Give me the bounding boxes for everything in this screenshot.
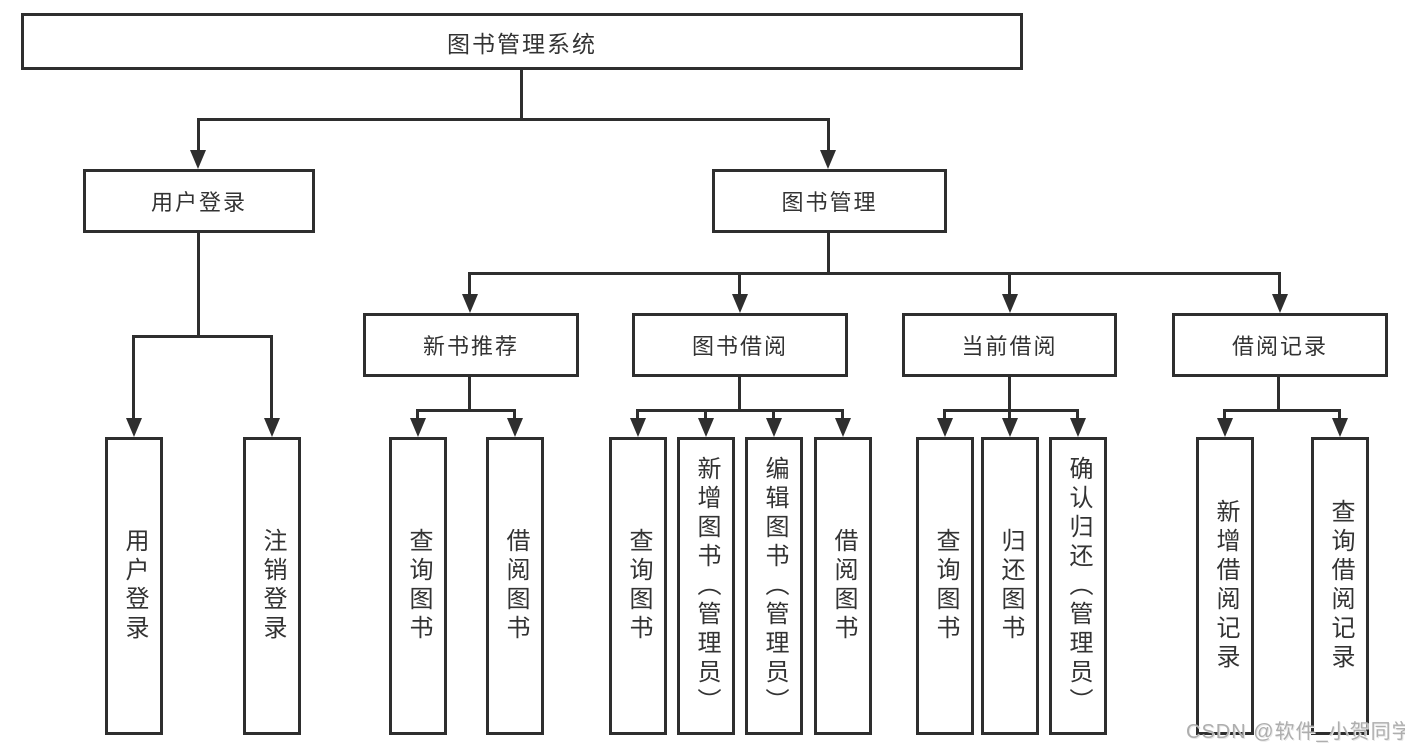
arrow-down-icon (190, 150, 206, 169)
connector-line (1008, 409, 1011, 421)
arrow-down-icon (126, 418, 142, 437)
arrow-down-icon (462, 294, 478, 313)
connector-line (1223, 409, 1226, 421)
leaf-current-return-book: 归还图书 (981, 437, 1039, 735)
connector-line (468, 272, 1281, 275)
arrow-down-icon (1332, 418, 1348, 437)
arrow-down-icon (507, 418, 523, 437)
arrow-down-icon (630, 418, 646, 437)
connector-line (197, 118, 830, 121)
connector-line (416, 409, 419, 421)
connector-line (520, 69, 523, 121)
leaf-borrow-borrow-book: 借阅图书 (814, 437, 872, 735)
connector-line (197, 233, 200, 338)
connector-line (738, 377, 741, 412)
connector-line (1338, 409, 1341, 421)
connector-line (636, 409, 844, 412)
connector-line (772, 409, 775, 421)
connector-line (468, 377, 471, 412)
arrow-down-icon (732, 294, 748, 313)
arrow-down-icon (937, 418, 953, 437)
node-user-login: 用户登录 (83, 169, 315, 233)
leaf-borrow-edit-book-admin: 编辑图书（管理员） (745, 437, 803, 735)
connector-line (738, 272, 741, 297)
arrow-down-icon (766, 418, 782, 437)
leaf-logout-login: 注销登录 (243, 437, 301, 735)
connector-line (943, 409, 1079, 412)
connector-line (132, 335, 135, 419)
leaf-borrow-query-book: 查询图书 (609, 437, 667, 735)
connector-line (1277, 377, 1280, 412)
connector-line (513, 409, 516, 421)
leaf-user-login: 用户登录 (105, 437, 163, 735)
connector-line (1223, 409, 1341, 412)
arrow-down-icon (264, 418, 280, 437)
connector-line (468, 272, 471, 297)
connector-line (827, 118, 830, 152)
connector-line (1278, 272, 1281, 297)
connector-line (1008, 377, 1011, 412)
node-borrow-records: 借阅记录 (1172, 313, 1388, 377)
arrow-down-icon (698, 418, 714, 437)
node-book-management: 图书管理 (712, 169, 947, 233)
connector-line (197, 118, 200, 152)
node-root-system: 图书管理系统 (21, 13, 1023, 70)
arrow-down-icon (820, 150, 836, 169)
connector-line (943, 409, 946, 421)
node-new-book-recommend: 新书推荐 (363, 313, 579, 377)
connector-line (1076, 409, 1079, 421)
arrow-down-icon (1002, 294, 1018, 313)
connector-line (416, 409, 516, 412)
arrow-down-icon (1217, 418, 1233, 437)
leaf-newbooks-query-book: 查询图书 (389, 437, 447, 735)
arrow-down-icon (1002, 418, 1018, 437)
leaf-current-query-book: 查询图书 (916, 437, 974, 735)
connector-line (827, 233, 830, 275)
leaf-newbooks-borrow-book: 借阅图书 (486, 437, 544, 735)
leaf-records-add-record: 新增借阅记录 (1196, 437, 1254, 735)
arrow-down-icon (410, 418, 426, 437)
connector-line (636, 409, 639, 421)
connector-line (1008, 272, 1011, 297)
connector-line (132, 335, 273, 338)
connector-line (841, 409, 844, 421)
node-current-borrow: 当前借阅 (902, 313, 1117, 377)
leaf-records-query-record: 查询借阅记录 (1311, 437, 1369, 735)
arrow-down-icon (1272, 294, 1288, 313)
arrow-down-icon (1070, 418, 1086, 437)
node-book-borrow: 图书借阅 (632, 313, 848, 377)
leaf-borrow-add-book-admin: 新增图书（管理员） (677, 437, 735, 735)
connector-line (270, 335, 273, 419)
leaf-current-confirm-return-admin: 确认归还（管理员） (1049, 437, 1107, 735)
connector-line (704, 409, 707, 421)
arrow-down-icon (835, 418, 851, 437)
csdn-watermark: CSDN @软件_小贺同学 (1186, 721, 1405, 743)
